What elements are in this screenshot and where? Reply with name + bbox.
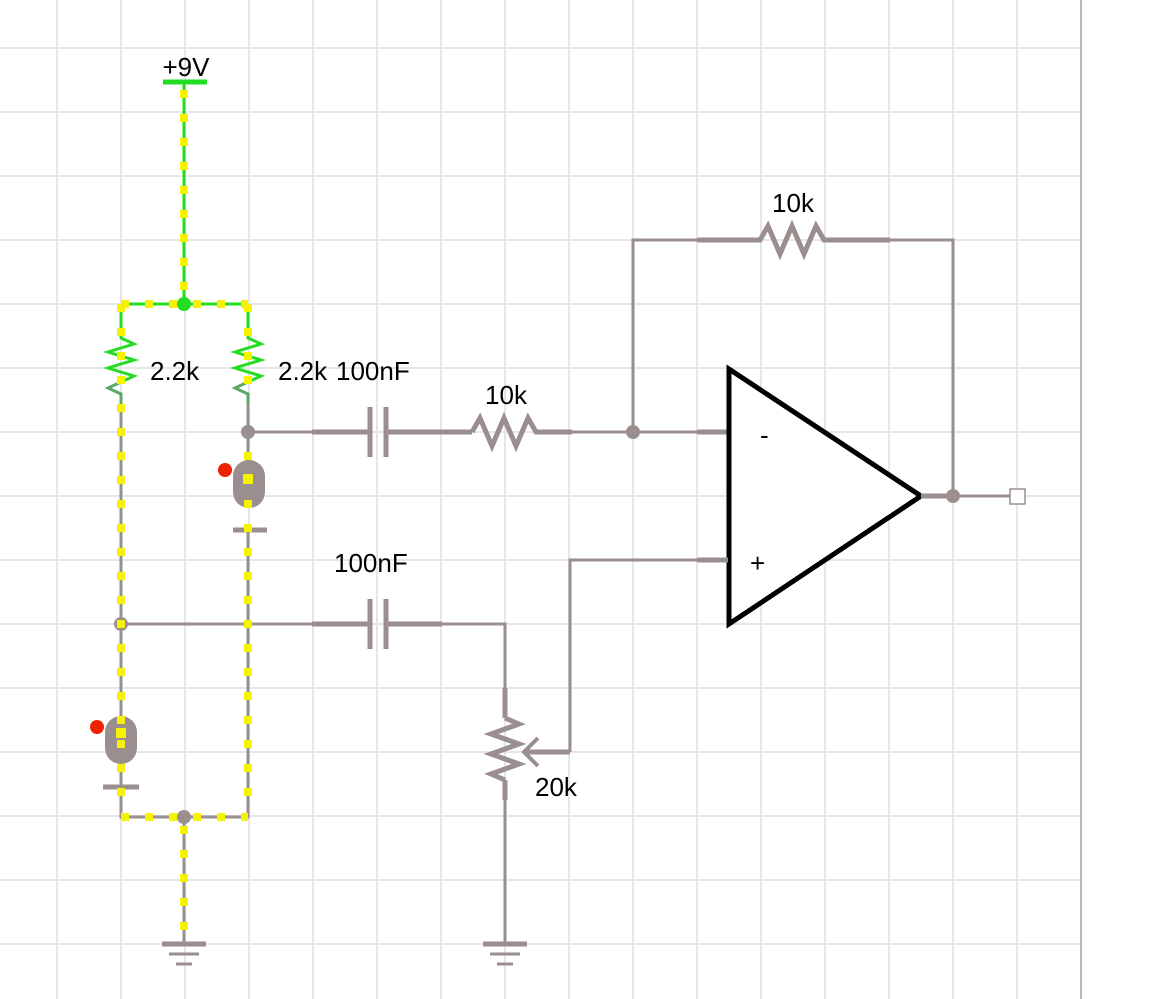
capacitor-bottom-label: 100nF: [334, 548, 408, 578]
current-flow-indicators: [116, 90, 253, 944]
junction-bottom[interactable]: [177, 810, 191, 824]
junction-top[interactable]: [177, 297, 191, 311]
ground-left[interactable]: [162, 941, 206, 966]
resistor-input-10k[interactable]: 10k: [469, 380, 572, 453]
junction-output[interactable]: [946, 489, 960, 503]
opamp-plus-label: +: [750, 548, 765, 578]
junction-right-top[interactable]: [241, 425, 255, 439]
opamp[interactable]: - +: [726, 364, 926, 629]
capacitor-top-label: 100nF: [336, 356, 410, 386]
opamp-minus-label: -: [760, 420, 769, 450]
ground-right[interactable]: [483, 941, 527, 966]
resistor-right-2k2[interactable]: 2.2k: [229, 330, 328, 404]
capacitor-top-100nf[interactable]: 100nF: [312, 356, 472, 457]
potentiometer-label: 20k: [535, 772, 578, 802]
probe-dot-left[interactable]: [90, 720, 104, 734]
resistor-feedback-10k[interactable]: 10k: [697, 188, 890, 261]
resistor-input-label: 10k: [485, 380, 528, 410]
resistor-left-label: 2.2k: [150, 356, 200, 386]
resistor-feedback-label: 10k: [772, 188, 815, 218]
output-terminal[interactable]: [1009, 488, 1026, 505]
resistor-left-2k2[interactable]: 2.2k: [102, 330, 200, 404]
potentiometer-20k[interactable]: 20k: [483, 688, 578, 802]
resistor-right-label: 2.2k: [278, 356, 328, 386]
supply-9v[interactable]: +9V: [163, 52, 211, 85]
probe-dot-right[interactable]: [218, 463, 232, 477]
capacitor-bottom-100nf[interactable]: 100nF: [312, 548, 442, 649]
supply-label: +9V: [163, 52, 211, 82]
